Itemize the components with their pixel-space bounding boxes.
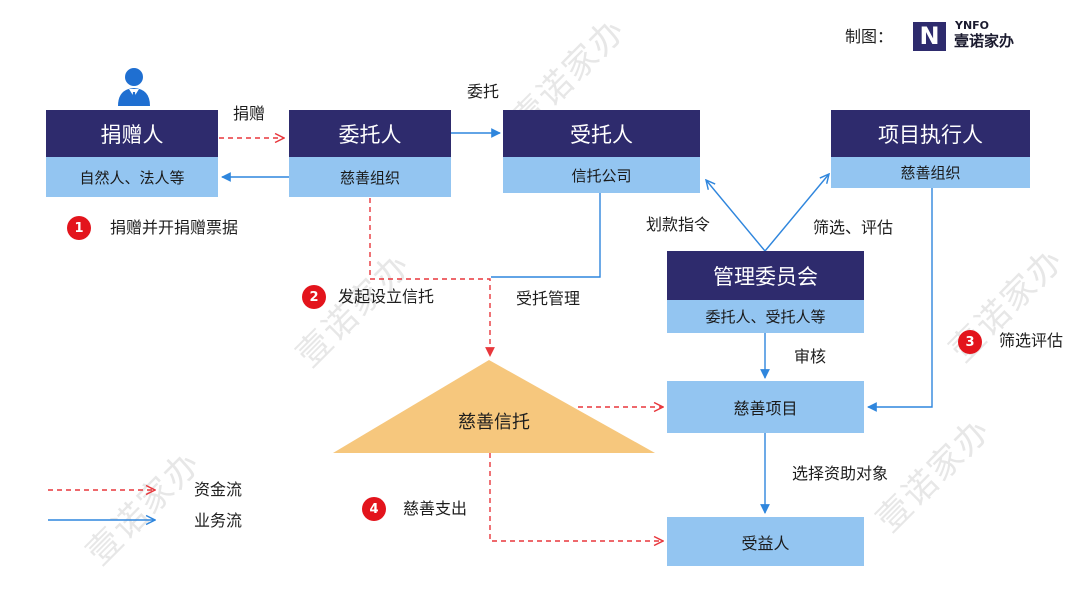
charitable-trust-triangle — [333, 360, 655, 453]
step-text: 捐赠并开捐赠票据 — [110, 218, 239, 237]
edge-label-donate: 捐赠 — [233, 104, 266, 123]
step-badge: 4 — [362, 497, 386, 521]
person-icon — [118, 68, 150, 106]
node-trustee: 受托人 信托公司 — [503, 110, 700, 193]
node-title: 管理委员会 — [667, 251, 864, 300]
node-charitable-project: 慈善项目 — [667, 381, 864, 433]
edge-found-trust — [369, 198, 495, 357]
edge-screen-evaluate — [764, 174, 829, 252]
person-icon-head — [125, 68, 143, 86]
node-title: 捐赠人 — [46, 110, 218, 157]
node-title: 项目执行人 — [831, 110, 1030, 157]
node-title: 委托人 — [289, 110, 451, 157]
node-subtitle: 信托公司 — [503, 157, 700, 193]
edge-label-trust-management: 受托管理 — [516, 289, 581, 308]
edge-label-review: 审核 — [794, 347, 827, 366]
chart-credit-label: 制图： — [845, 27, 894, 46]
step-badge: 2 — [302, 285, 326, 309]
edge-trust-management — [491, 193, 601, 278]
step-text: 慈善支出 — [403, 499, 468, 518]
legend-business-flow-label: 业务流 — [194, 511, 243, 530]
step-badge: 1 — [67, 216, 91, 240]
node-charitable-trust-label: 慈善信托 — [458, 412, 530, 433]
node-project-executor: 项目执行人 慈善组织 — [831, 110, 1030, 188]
edge-label-transfer-instruction: 划款指令 — [646, 215, 711, 234]
step-text: 发起设立信托 — [338, 287, 435, 306]
edge-label-select-recipient: 选择资助对象 — [792, 464, 889, 483]
edge-executor-to-project — [867, 188, 933, 412]
legend-money-flow-label: 资金流 — [194, 480, 243, 499]
node-settlor: 委托人 慈善组织 — [289, 110, 451, 197]
node-management-committee: 管理委员会 委托人、受托人等 — [667, 251, 864, 333]
ynfo-logo-mark: N — [913, 22, 946, 51]
edge-label-screen-evaluate: 筛选、评估 — [813, 218, 894, 237]
node-subtitle: 自然人、法人等 — [46, 157, 218, 197]
step-badge: 3 — [958, 330, 982, 354]
node-title: 受托人 — [503, 110, 700, 157]
edge-charitable-expenditure — [489, 453, 663, 541]
node-donor: 捐赠人 自然人、法人等 — [46, 110, 218, 197]
node-subtitle: 慈善组织 — [831, 157, 1030, 188]
node-subtitle: 慈善组织 — [289, 157, 451, 197]
node-beneficiary: 受益人 — [667, 517, 864, 566]
step-text: 筛选评估 — [999, 331, 1064, 350]
edge-label-entrust: 委托 — [467, 82, 500, 101]
edge-transfer-instruction — [706, 180, 766, 252]
logo-chinese-text: 壹诺家办 — [954, 32, 1015, 50]
person-icon-tie — [132, 92, 136, 104]
node-subtitle: 委托人、受托人等 — [667, 300, 864, 333]
logo-latin-text: YNFO — [955, 19, 990, 32]
